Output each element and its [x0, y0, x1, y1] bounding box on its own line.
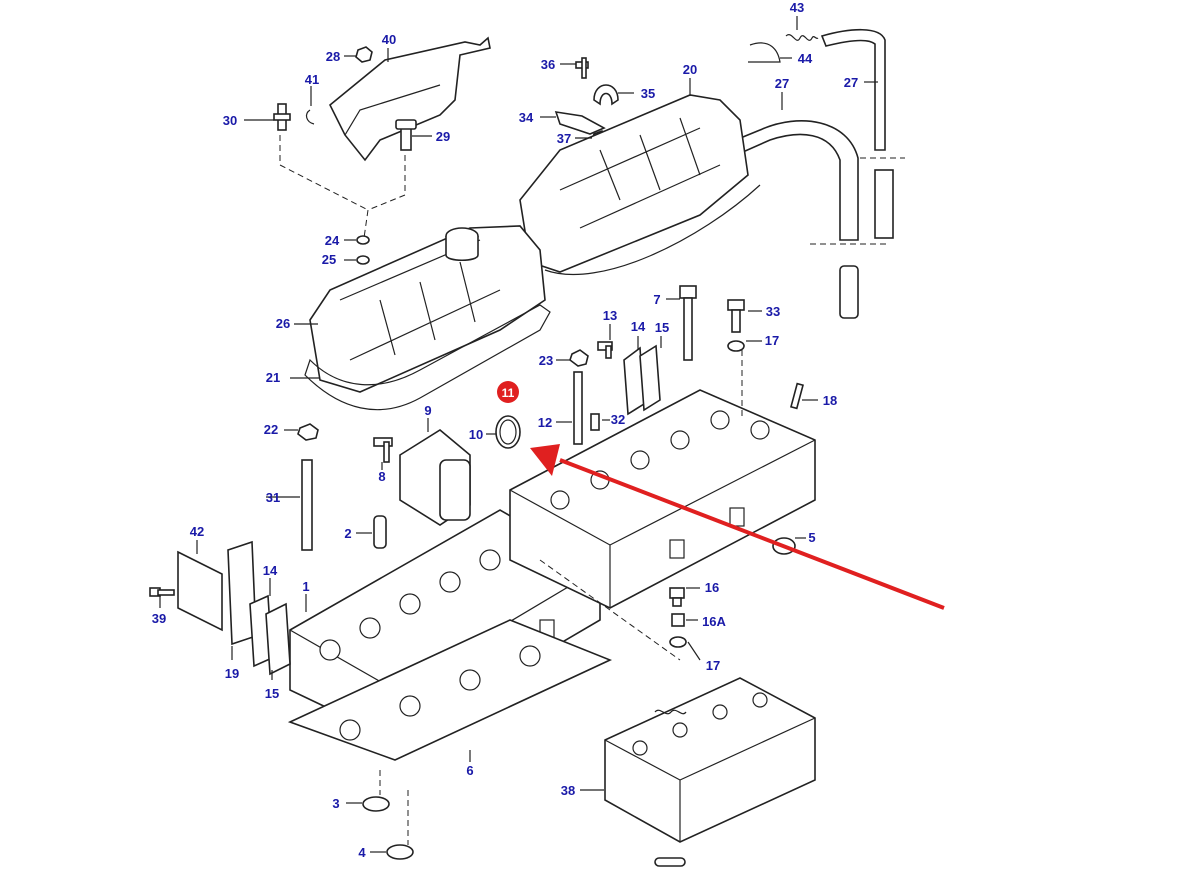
- callout-24[interactable]: 24: [325, 233, 340, 248]
- bracket-part-34: [554, 111, 606, 135]
- gasket-part-21: [304, 304, 551, 411]
- thermostat-housing-part-9: [399, 429, 471, 526]
- dashed-guides-upper: [279, 135, 406, 239]
- bolt-part-29: [395, 119, 417, 151]
- callout-34[interactable]: 34: [519, 110, 534, 125]
- callout-29[interactable]: 29: [436, 129, 450, 144]
- washer-part-17b: [669, 636, 687, 648]
- washer-part-24: [356, 235, 370, 245]
- callout-30[interactable]: 30: [223, 113, 237, 128]
- callout-22[interactable]: 22: [264, 422, 278, 437]
- gasket-plate-part-14a: [623, 344, 661, 416]
- bolt-part-7: [679, 285, 697, 361]
- bolt-part-8: [373, 437, 393, 463]
- callout-28[interactable]: 28: [326, 49, 340, 64]
- bracket-part-40: [328, 36, 491, 162]
- callout-16a[interactable]: 16A: [702, 614, 726, 629]
- pin-part-32: [590, 413, 600, 431]
- nut-part-23: [569, 349, 589, 367]
- plug-part-16a: [671, 613, 685, 627]
- callout-27a[interactable]: 27: [775, 76, 789, 91]
- callout-3[interactable]: 3: [332, 796, 339, 811]
- callout-10[interactable]: 10: [469, 427, 483, 442]
- callout-41[interactable]: 41: [305, 72, 319, 87]
- rocker-cover-part-26: [309, 225, 546, 393]
- plug-part-16: [669, 587, 685, 607]
- stud-part-18: [790, 382, 804, 410]
- highlighted-callout-label: 11: [502, 386, 515, 400]
- callout-21[interactable]: 21: [266, 370, 280, 385]
- stud-part-30: [273, 103, 291, 131]
- nut-part-22: [297, 423, 319, 441]
- head-gasket-part-6: [287, 619, 613, 761]
- stud-part-12: [573, 371, 583, 445]
- callout-4[interactable]: 4: [358, 845, 366, 860]
- callout-40[interactable]: 40: [382, 32, 396, 47]
- callout-15b[interactable]: 15: [265, 686, 279, 701]
- callout-25[interactable]: 25: [322, 252, 336, 267]
- clip-part-41: [305, 109, 315, 125]
- callout-27b[interactable]: 27: [844, 75, 858, 90]
- bolt-part-36: [575, 57, 589, 79]
- callout-18[interactable]: 18: [823, 393, 837, 408]
- callout-14a[interactable]: 14: [631, 319, 646, 334]
- callout-6[interactable]: 6: [466, 763, 473, 778]
- washer-part-17a: [727, 340, 745, 352]
- callout-20[interactable]: 20: [683, 62, 697, 77]
- seal-ring-part-4: [386, 844, 414, 860]
- callout-36[interactable]: 36: [541, 57, 555, 72]
- callout-13[interactable]: 13: [603, 308, 617, 323]
- callout-31[interactable]: 31: [266, 490, 280, 505]
- highlight-arrow: [530, 444, 945, 610]
- callout-7[interactable]: 7: [653, 292, 660, 307]
- hose-part-27: [538, 28, 905, 319]
- cover-plate-part-42: [177, 550, 223, 632]
- seal-ring-part-3: [362, 796, 390, 812]
- sensor-part-33: [727, 299, 745, 333]
- rocker-cover-part-20: [519, 94, 761, 275]
- clamp-part-35: [593, 84, 619, 106]
- callout-26[interactable]: 26: [276, 316, 290, 331]
- callout-14b[interactable]: 14: [263, 563, 278, 578]
- callout-33[interactable]: 33: [766, 304, 780, 319]
- dashed-guides-lower: [379, 350, 743, 845]
- bolt-part-39: [149, 587, 175, 597]
- callout-44[interactable]: 44: [798, 51, 813, 66]
- nut-part-28: [355, 46, 373, 63]
- callout-8[interactable]: 8: [378, 469, 385, 484]
- callout-15a[interactable]: 15: [655, 320, 669, 335]
- callout-42[interactable]: 42: [190, 524, 204, 539]
- highlighted-callout-badge[interactable]: 11: [497, 381, 519, 403]
- callout-39[interactable]: 39: [152, 611, 166, 626]
- callout-19[interactable]: 19: [225, 666, 239, 681]
- sleeve-part-2: [373, 515, 387, 549]
- cylinder-head-assembly-part-38: [604, 677, 816, 867]
- washer-part-25: [356, 255, 370, 265]
- bolt-part-13: [597, 341, 613, 359]
- gasket-plate-part-15b: [265, 602, 291, 676]
- callout-16[interactable]: 16: [705, 580, 719, 595]
- callout-17a[interactable]: 17: [765, 333, 779, 348]
- callout-labels: 40 28 41 30 29 36 35 34 37 20 43 44 27 2…: [152, 0, 858, 860]
- callout-43[interactable]: 43: [790, 0, 804, 15]
- leader-lines: [159, 16, 878, 853]
- callout-35[interactable]: 35: [641, 86, 655, 101]
- spring-part-43: [748, 34, 819, 63]
- callout-5[interactable]: 5: [808, 530, 815, 545]
- callout-2[interactable]: 2: [344, 526, 351, 541]
- seal-ring-part-10: [495, 415, 521, 449]
- callout-12[interactable]: 12: [538, 415, 552, 430]
- callout-23[interactable]: 23: [539, 353, 553, 368]
- callout-17b[interactable]: 17: [706, 658, 720, 673]
- callout-9[interactable]: 9: [424, 403, 431, 418]
- callout-38[interactable]: 38: [561, 783, 575, 798]
- callout-37[interactable]: 37: [557, 131, 571, 146]
- callout-1[interactable]: 1: [302, 579, 309, 594]
- callout-32[interactable]: 32: [611, 412, 625, 427]
- stud-part-31: [301, 459, 313, 551]
